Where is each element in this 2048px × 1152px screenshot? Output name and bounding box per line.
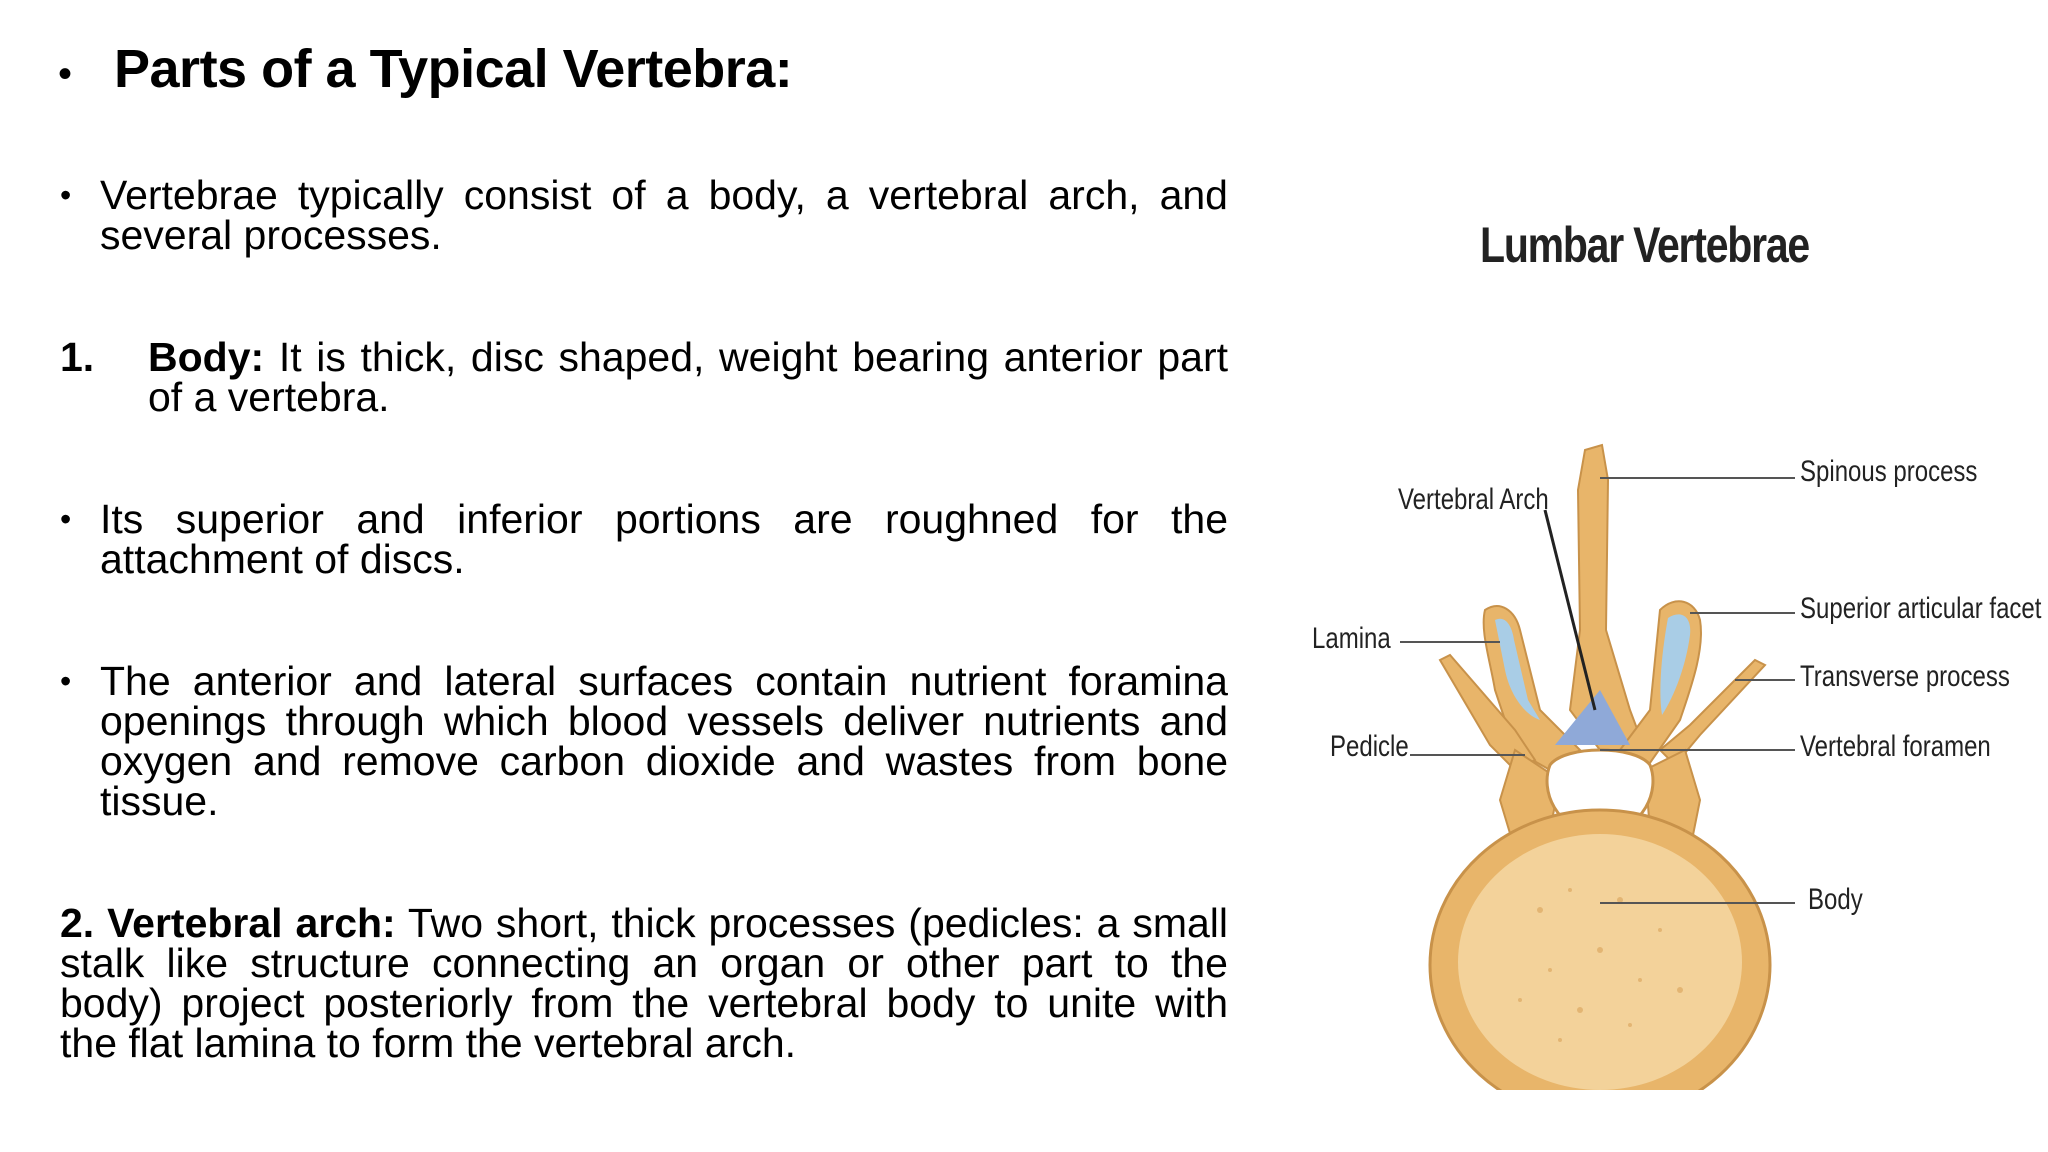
label-vertebral-foramen: Vertebral foramen: [1800, 730, 1991, 763]
arch-highlight: [1555, 690, 1630, 745]
vertebral-body-core: [1458, 834, 1742, 1090]
label-vertebral-arch: Vertebral Arch: [1398, 483, 1549, 516]
paragraph-body: 1. Body: It is thick, disc shaped, weigh…: [60, 334, 1228, 420]
term-label: Body:: [148, 334, 265, 380]
left-facet-shape: [1495, 618, 1540, 720]
bullet: •: [60, 177, 72, 213]
right-facet-shape: [1660, 614, 1691, 715]
label-superior-articular-facet: Superior articular facet: [1800, 592, 2042, 625]
term-definition: It is thick, disc shaped, weight bearing…: [148, 334, 1228, 420]
leader-arch: [1543, 509, 1597, 711]
label-spinous-process: Spinous process: [1800, 455, 1978, 488]
left-transverse-process: [1438, 653, 1537, 772]
label-transverse-process: Transverse process: [1800, 660, 2010, 693]
paragraph-text: Vertebrae typically consist of a body, a…: [100, 172, 1228, 258]
list-number: 1.: [60, 334, 95, 380]
bullet: •: [60, 501, 72, 537]
title-row: • Parts of a Typical Vertebra:: [58, 38, 793, 100]
paragraph-overview: • Vertebrae typically consist of a body,…: [60, 172, 1228, 258]
paragraph-text: 2. Vertebral arch: Two short, thick proc…: [60, 900, 1228, 1066]
vertebra-diagram: [1400, 443, 1795, 1090]
paragraph-foramina: • The anterior and lateral surfaces cont…: [60, 658, 1228, 824]
term-definition: Two short, thick processes (pedicles: a …: [60, 900, 1228, 1066]
slide-title: Parts of a Typical Vertebra:: [114, 39, 793, 99]
paragraph-vertebral-arch: 2. Vertebral arch: Two short, thick proc…: [60, 900, 1228, 1066]
term-label: 2. Vertebral arch:: [60, 900, 396, 946]
leader-lines: [1400, 477, 1795, 904]
label-body: Body: [1808, 883, 1863, 916]
paragraph-text: Its superior and inferior portions are r…: [100, 496, 1228, 582]
vertebra-figure: Lumbar Vertebrae: [1300, 190, 2042, 1090]
paragraph-text: The anterior and lateral surfaces contai…: [100, 658, 1228, 824]
label-lamina: Lamina: [1312, 622, 1391, 655]
label-pedicle: Pedicle: [1330, 730, 1409, 763]
trabecular-dots: [1518, 888, 1683, 1042]
paragraph-surfaces: • Its superior and inferior portions are…: [60, 496, 1228, 582]
title-bullet: •: [58, 52, 73, 96]
figure-title: Lumbar Vertebrae: [1480, 217, 1810, 273]
paragraph-text: Body: It is thick, disc shaped, weight b…: [148, 334, 1228, 420]
text-content: • Vertebrae typically consist of a body,…: [60, 172, 1228, 1066]
bullet: •: [60, 663, 72, 699]
